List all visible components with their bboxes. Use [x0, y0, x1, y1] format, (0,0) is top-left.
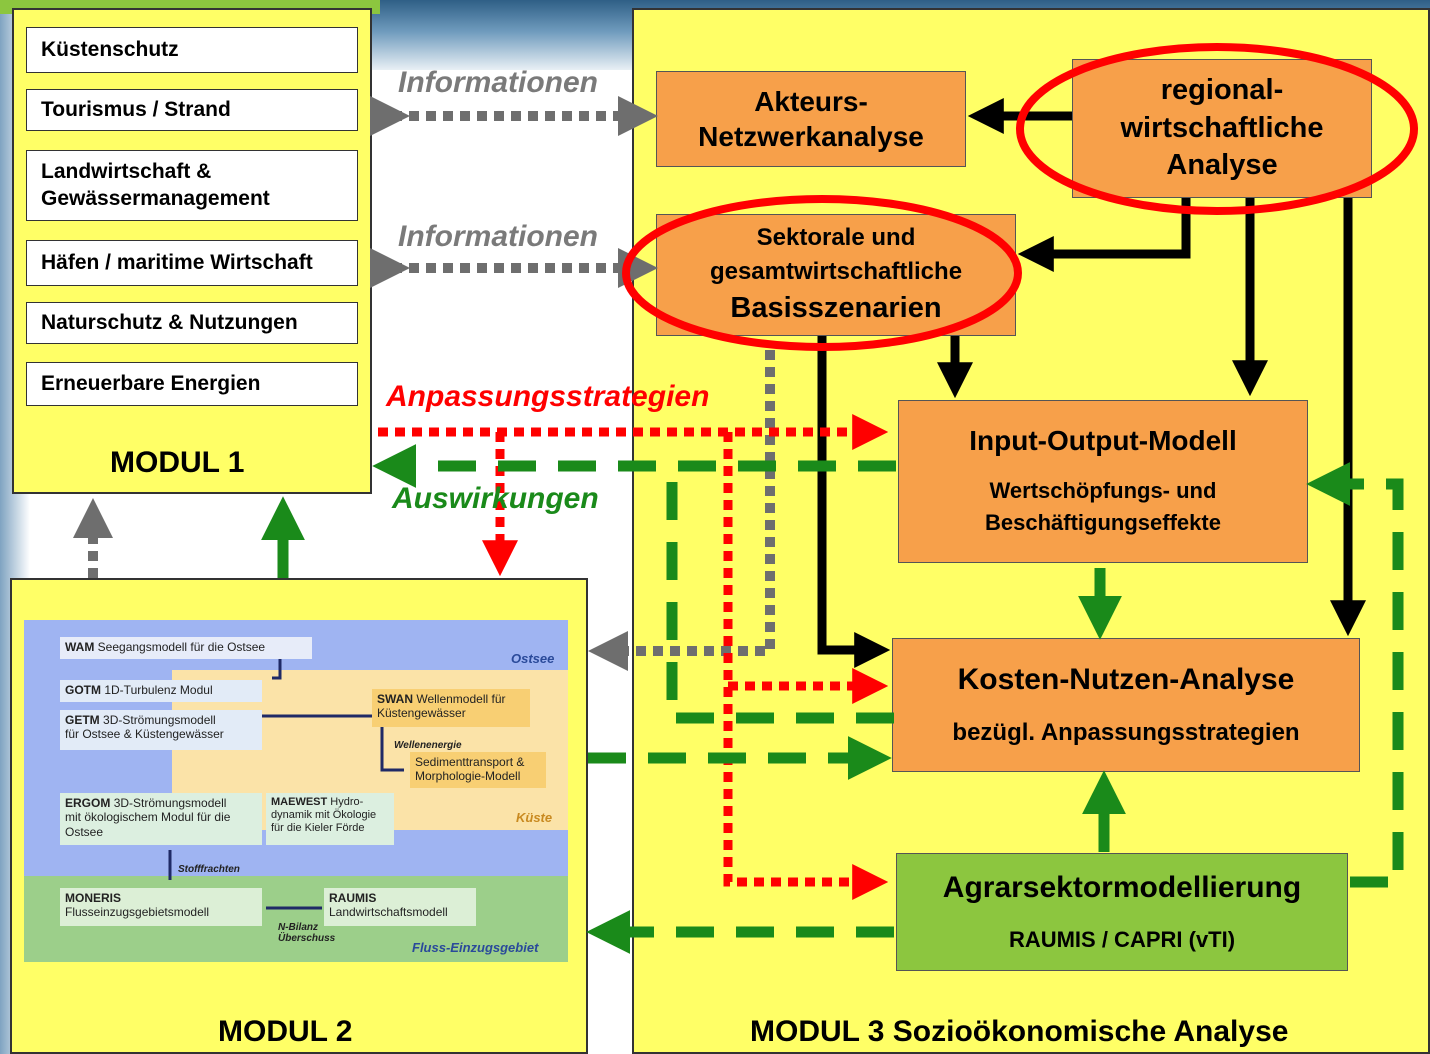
wam-box: WAM Seegangsmodell für die Ostsee — [60, 637, 312, 659]
label-auswirkungen: Auswirkungen — [392, 482, 599, 515]
region-fluss: Fluss-Einzugsgebiet — [412, 940, 539, 955]
label-stofffrachten: Stofffrachten — [178, 864, 240, 875]
input-output-box: Input-Output-Modell Wertschöpfungs- und … — [898, 400, 1308, 563]
akteurs-box: Akteurs-Netzwerkanalyse — [656, 71, 966, 167]
modul3-title: MODUL 3 Sozioökonomische Analyse — [750, 1015, 1289, 1048]
black-arrows — [817, 98, 1366, 668]
label-wellenenergie: Wellenenergie — [394, 740, 462, 751]
gray-dotted-to-modul2 — [73, 350, 775, 671]
modul1-item-kuestenschutz: Küstenschutz — [26, 27, 358, 73]
highlight-sektorale — [622, 195, 1022, 351]
kosten-nutzen-box: Kosten-Nutzen-Analyse bezügl. Anpassungs… — [892, 638, 1360, 772]
sediment-box: Sedimenttransport &Morphologie-Modell — [410, 752, 546, 788]
modul1-item-naturschutz: Naturschutz & Nutzungen — [26, 302, 358, 344]
modul1-item-energien: Erneuerbare Energien — [26, 362, 358, 406]
modul2-title: MODUL 2 — [218, 1015, 353, 1048]
modul2-diagram — [24, 620, 568, 962]
modul1-item-landwirtschaft: Landwirtschaft & Gewässermanagement — [26, 150, 358, 221]
red-highlights — [622, 43, 1418, 351]
agrarsektor-box: Agrarsektormodellierung RAUMIS / CAPRI (… — [896, 853, 1348, 971]
modul1-title: MODUL 1 — [110, 446, 245, 479]
red-dotted-arrows — [378, 414, 889, 900]
green-dashed-arrows — [261, 444, 1404, 954]
region-kueste: Küste — [516, 810, 553, 825]
label-anpassungsstrategien: Anpassungsstrategien — [386, 380, 710, 413]
modul1-item-haefen: Häfen / maritime Wirtschaft — [26, 240, 358, 286]
highlight-regional — [1016, 43, 1418, 215]
modul2-inner-arrows — [168, 659, 404, 910]
region-ostsee: Ostsee — [511, 651, 555, 666]
gotm-box: GOTM 1D-Turbulenz Modul — [60, 680, 262, 702]
label-informationen-2: Informationen — [398, 220, 598, 253]
label-informationen-1: Informationen — [398, 66, 598, 99]
modul1-item-tourismus: Tourismus / Strand — [26, 89, 358, 131]
